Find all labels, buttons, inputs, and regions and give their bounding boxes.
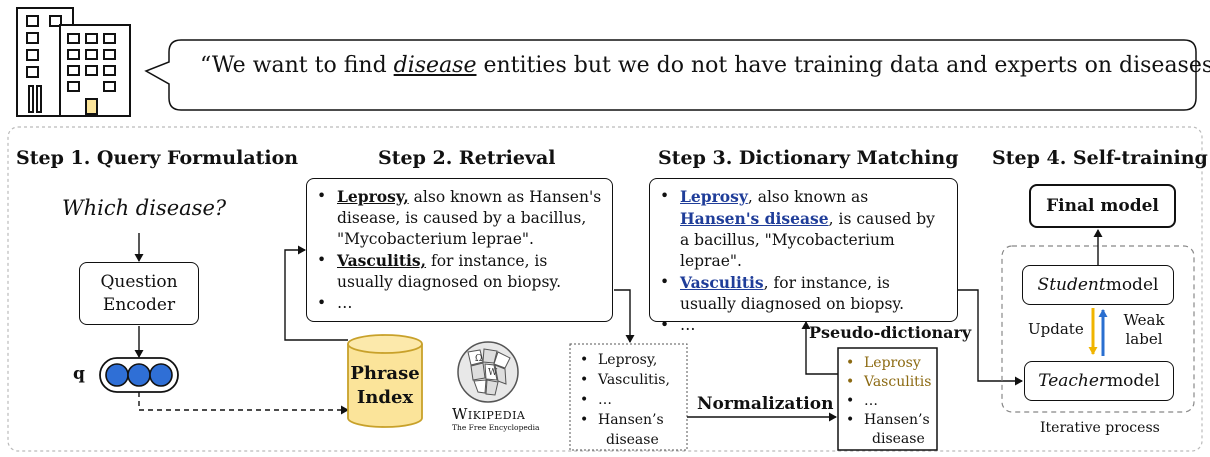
dictionary-item: Hansen’s — [842, 411, 936, 430]
wikipedia-tagline: The Free Encyclopedia — [452, 423, 540, 432]
pseudo-dictionary-list: Leprosy Vasculitis … Hansen’s disease — [842, 354, 936, 449]
query-vector-label: q — [73, 364, 85, 384]
matching-doc-box: Leprosy, also known as Hansen's disease,… — [649, 178, 958, 336]
weak-label-label: Weak label — [1123, 311, 1165, 348]
step4-title: Step 4. Self-training — [992, 147, 1208, 169]
query-vector — [99, 357, 179, 393]
speech-bubble — [144, 39, 1197, 111]
wikipedia-globe-icon: Ω W — [457, 341, 519, 403]
phrase-index-label: Phrase Index — [350, 363, 420, 408]
candidate-item: disease — [606, 432, 659, 448]
question-text: Which disease? — [62, 196, 227, 220]
svg-text:Ω: Ω — [475, 354, 482, 364]
building-icon — [16, 7, 131, 117]
dictionary-item: disease — [872, 431, 925, 447]
step3-title: Step 3. Dictionary Matching — [658, 147, 959, 169]
candidate-item: … — [576, 390, 686, 410]
phrase-index-cylinder — [347, 334, 423, 428]
svg-text:W: W — [488, 368, 498, 378]
retrieval-doc-item: Vasculitis, for instance, is usually dia… — [313, 250, 604, 293]
question-encoder-box: Question Encoder — [79, 262, 199, 325]
step1-title: Step 1. Query Formulation — [16, 147, 299, 169]
step2-title: Step 2. Retrieval — [378, 147, 556, 169]
doc-keyword: Vasculitis, — [337, 251, 427, 270]
dictionary-item: Leprosy — [842, 354, 936, 373]
doc-keyword: Leprosy, — [337, 187, 409, 206]
candidate-item: Vasculitis, — [576, 370, 686, 390]
normalization-label: Normalization — [697, 394, 834, 414]
student-model-box: Student model — [1022, 265, 1174, 305]
teacher-model-box: Teacher model — [1024, 361, 1174, 401]
wikipedia-wordmark: Wikipedia — [452, 405, 526, 423]
final-model-box: Final model — [1029, 184, 1176, 228]
matching-doc-item: … — [656, 315, 949, 336]
retrieval-doc-box: Leprosy, also known as Hansen's disease,… — [306, 178, 613, 322]
dictionary-item: … — [842, 392, 936, 411]
update-label: Update — [1028, 320, 1084, 338]
candidate-item: Hansen’s — [576, 410, 686, 430]
matched-keyword: Vasculitis — [680, 273, 764, 292]
matching-doc-item: Vasculitis, for instance, is usually dia… — [656, 272, 949, 315]
iterative-process-label: Iterative process — [1040, 420, 1160, 436]
matched-keyword: Hansen's disease — [680, 209, 829, 228]
encoder-label-line2: Encoder — [102, 294, 176, 315]
pipeline-frame — [7, 126, 1203, 452]
matching-doc-item: Leprosy, also known as Hansen's disease,… — [656, 186, 949, 272]
quote-emphasis: disease — [393, 53, 477, 78]
candidate-item: Leprosy, — [576, 350, 686, 370]
dictionary-item: Vasculitis — [842, 373, 936, 392]
candidate-list: Leprosy, Vasculitis, … Hansen’s disease — [576, 350, 686, 450]
user-quote: “We want to find disease entities but we… — [200, 53, 1210, 78]
encoder-label-line1: Question — [100, 271, 178, 292]
retrieval-doc-item: Leprosy, also known as Hansen's disease,… — [313, 186, 604, 250]
retrieval-doc-item: … — [313, 293, 604, 314]
matched-keyword: Leprosy — [680, 187, 748, 206]
